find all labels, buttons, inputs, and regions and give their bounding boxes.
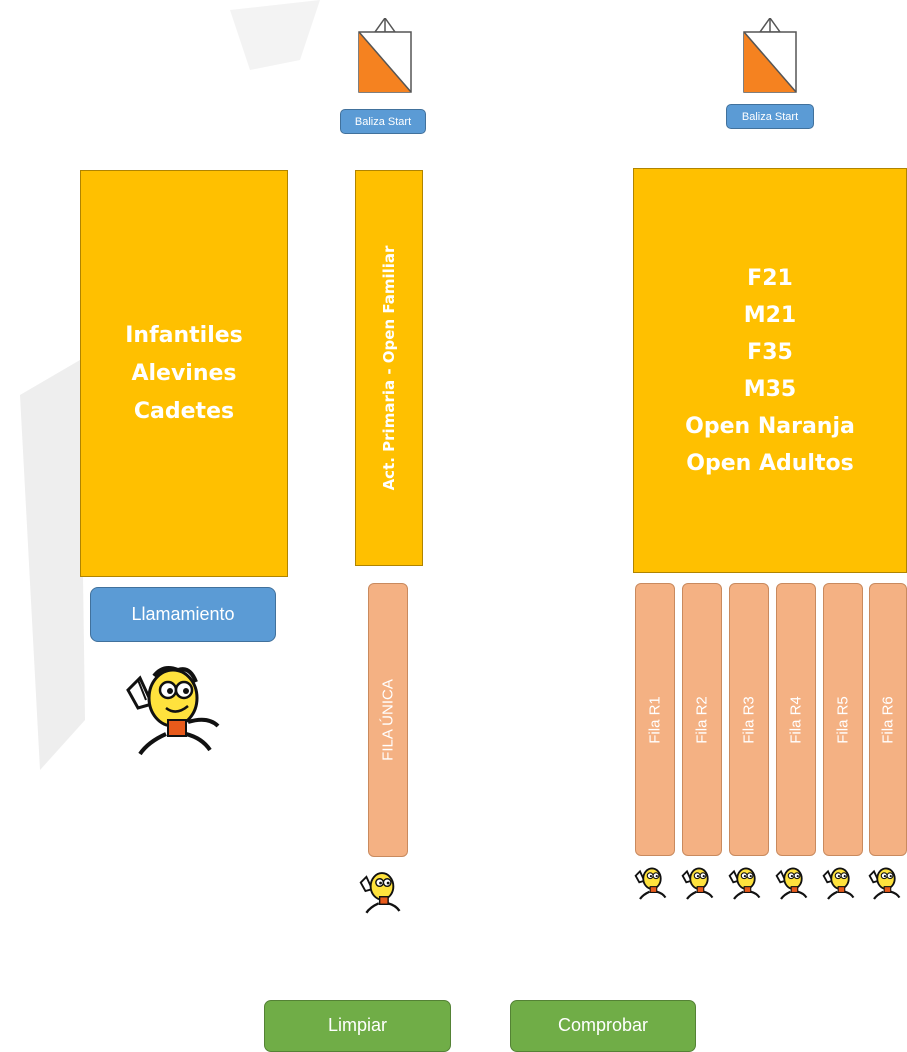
category-box-act-primaria[interactable]: Act. Primaria - Open Familiar	[355, 170, 423, 566]
runner-mascot-icon	[681, 867, 714, 900]
queue-fila-r2[interactable]: Fila R2	[682, 583, 722, 856]
runner-mascot-icon	[359, 872, 401, 914]
queue-fila-r5[interactable]: Fila R5	[823, 583, 863, 856]
queue-label: Fila R1	[646, 695, 664, 744]
runner-mascot-icon	[822, 867, 855, 900]
queue-label: Fila R2	[693, 695, 711, 744]
queue-fila-r6[interactable]: Fila R6	[869, 583, 907, 856]
queue-fila-unica[interactable]: FILA ÚNICA	[368, 583, 408, 857]
runner-mascot-icon	[775, 867, 808, 900]
category-label: F21	[747, 265, 793, 291]
category-label: Open Naranja	[685, 413, 855, 439]
limpiar-button[interactable]: Limpiar	[264, 1000, 451, 1052]
comprobar-button[interactable]: Comprobar	[510, 1000, 696, 1052]
baliza-start-button-left[interactable]: Baliza Start	[340, 109, 426, 134]
category-label: Infantiles	[125, 322, 243, 348]
category-label: M35	[743, 376, 797, 402]
baliza-flag-icon	[358, 18, 412, 93]
llamamiento-button[interactable]: Llamamiento	[90, 587, 276, 642]
runner-mascot-icon	[868, 867, 901, 900]
runner-mascot-icon	[728, 867, 761, 900]
queue-fila-r3[interactable]: Fila R3	[729, 583, 769, 856]
category-box-adultos[interactable]: F21 M21 F35 M35 Open Naranja Open Adulto…	[633, 168, 907, 573]
queue-label: Fila R6	[879, 695, 897, 744]
queue-fila-r1[interactable]: Fila R1	[635, 583, 675, 856]
queue-label: Fila R4	[787, 695, 805, 744]
queue-label: Fila R5	[834, 695, 852, 744]
queue-label: Fila R3	[740, 695, 758, 744]
category-label: F35	[747, 339, 793, 365]
category-label-vertical: Act. Primaria - Open Familiar	[380, 245, 398, 491]
runner-mascot-icon	[634, 867, 667, 900]
category-label: Open Adultos	[686, 450, 854, 476]
queue-fila-r4[interactable]: Fila R4	[776, 583, 816, 856]
baliza-flag-icon	[743, 18, 797, 93]
category-label: M21	[743, 302, 797, 328]
category-box-infantiles[interactable]: Infantiles Alevines Cadetes	[80, 170, 288, 577]
category-label: Cadetes	[133, 398, 235, 424]
category-label: Alevines	[131, 360, 237, 386]
runner-mascot-icon	[126, 666, 220, 756]
baliza-start-button-right[interactable]: Baliza Start	[726, 104, 814, 129]
queue-label: FILA ÚNICA	[379, 679, 397, 761]
